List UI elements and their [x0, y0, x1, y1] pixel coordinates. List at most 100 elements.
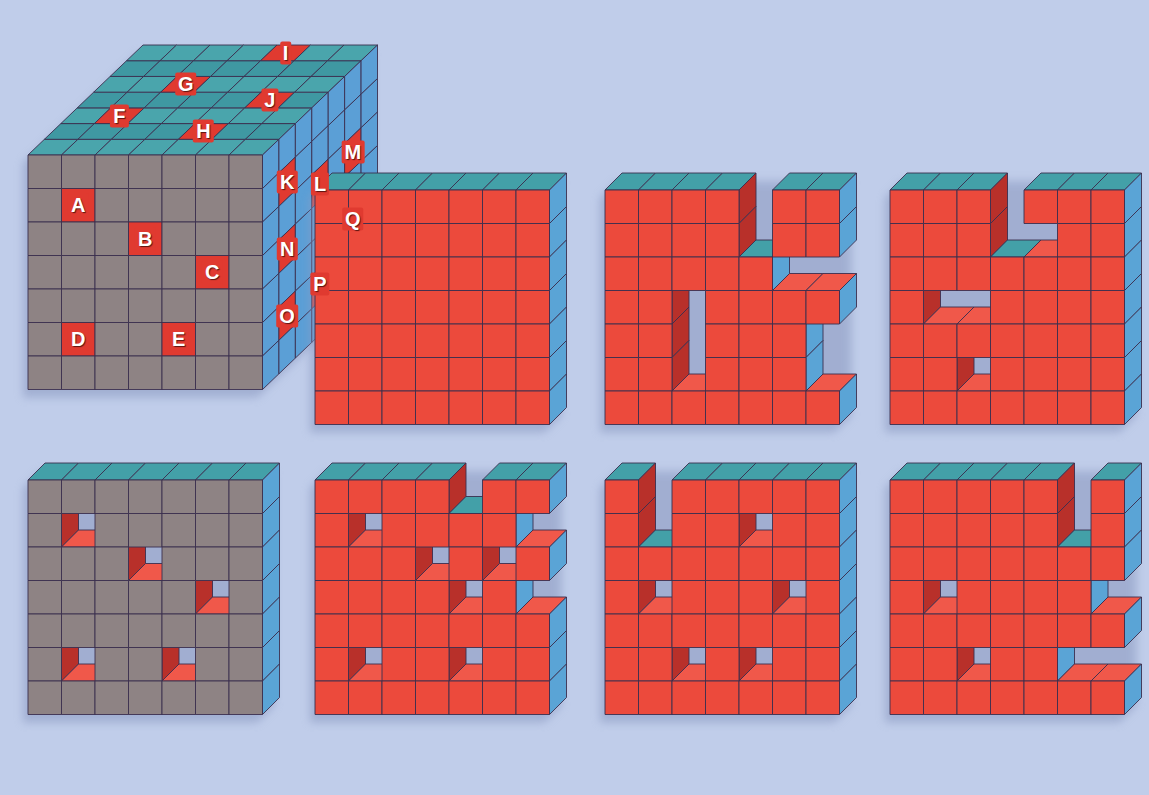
slice-front-cell [449, 190, 483, 224]
slice-front-cell [28, 681, 62, 715]
cube-front-cell [229, 222, 263, 256]
slice-front-cell [639, 648, 673, 682]
slice-front-cell [449, 324, 483, 358]
slice-front-cell [991, 514, 1025, 548]
slice-front-cell [382, 514, 416, 548]
cube-front-cell [196, 323, 230, 357]
slice-front-cell [991, 547, 1025, 581]
slice-front-cell [349, 257, 383, 291]
drop-shadow [885, 471, 1137, 723]
slice-front-cell [349, 358, 383, 392]
slice-front-cell [739, 547, 773, 581]
slice-front-cell [924, 257, 958, 291]
slice-front-cell [1058, 547, 1092, 581]
drop-shadow [23, 53, 373, 398]
slice-front-cell [483, 358, 517, 392]
cube-letter: K [277, 170, 297, 193]
slice-front-cell [806, 581, 840, 615]
slice-front-cell [1024, 358, 1058, 392]
slice-front-cell [129, 514, 163, 548]
slice-front-cell [739, 581, 773, 615]
cube-letter: L [311, 172, 329, 195]
slice-front-cell [483, 291, 517, 325]
slice-front-cell [706, 480, 740, 514]
slice-front-cell [957, 257, 991, 291]
slice-front-cell [773, 648, 807, 682]
cube-side-cell [263, 340, 279, 389]
slice-front-cell [516, 547, 550, 581]
slice-front-cell [806, 614, 840, 648]
drop-shadow [885, 181, 1137, 433]
slice-front-cell [672, 190, 706, 224]
cube-front-cell [62, 222, 96, 256]
cube-front-cell [196, 256, 230, 290]
slice-front-cell [957, 190, 991, 224]
slice-front-cell [605, 547, 639, 581]
slice-front-cell [672, 514, 706, 548]
slice-front-cell [349, 581, 383, 615]
cube-letter: B [135, 227, 155, 250]
slice-side-face [1125, 664, 1142, 715]
slice-front-cell [382, 547, 416, 581]
slice-front-cell [739, 614, 773, 648]
cube-front-cell [129, 155, 163, 189]
cube-letter: O [276, 304, 298, 327]
slice-front-cell [1058, 190, 1092, 224]
slice-front-cell [95, 648, 129, 682]
slice-front-cell [706, 581, 740, 615]
slice-front-cell [1091, 681, 1125, 715]
cube-front-cell [62, 289, 96, 323]
slice-front-cell [773, 291, 807, 325]
slice-front-cell [516, 358, 550, 392]
slice-front-cell [706, 190, 740, 224]
slice-front-cell [924, 358, 958, 392]
cube-front-cell [95, 155, 129, 189]
cube-letter: C [202, 261, 222, 284]
slice-front-cell [315, 514, 349, 548]
slice-front-cell [890, 224, 924, 258]
cube-front-cell [62, 155, 96, 189]
slice-front-cell [416, 324, 450, 358]
slice-front-cell [806, 190, 840, 224]
cube-front-cell [95, 289, 129, 323]
drop-shadow [310, 181, 562, 433]
cube-front-cell [229, 356, 263, 390]
slice-front-cell [1058, 614, 1092, 648]
slice-front-cell [28, 648, 62, 682]
slice-front-cell [639, 681, 673, 715]
cube-letter: G [175, 73, 197, 96]
slice-front-cell [706, 358, 740, 392]
slice-front-cell [416, 224, 450, 258]
slice-front-cell [1058, 391, 1092, 425]
slice-front-cell [957, 581, 991, 615]
slice-side-face [840, 664, 857, 715]
slice-front-cell [773, 547, 807, 581]
slice-front-cell [1058, 291, 1092, 325]
slice-front-cell [991, 391, 1025, 425]
slice-front-cell [315, 614, 349, 648]
slice-front-cell [416, 514, 450, 548]
slice-front-cell [605, 358, 639, 392]
slice-front-cell [957, 324, 991, 358]
slice-front-cell [890, 480, 924, 514]
slice-front-cell [382, 324, 416, 358]
slice-front-cell [672, 480, 706, 514]
slice-side-face [550, 463, 567, 514]
slice-front-cell [1091, 480, 1125, 514]
slice-front-cell [315, 391, 349, 425]
slice-front-cell [605, 614, 639, 648]
slice-front-cell [162, 581, 196, 615]
slice-front-cell [229, 514, 263, 548]
slice-front-cell [773, 358, 807, 392]
slice-side-face [263, 664, 280, 715]
slice-front-cell [62, 681, 96, 715]
slice-front-cell [739, 681, 773, 715]
slice-front-cell [890, 358, 924, 392]
slice-front-cell [95, 681, 129, 715]
cube-front-cell [28, 222, 62, 256]
slice-front-cell [890, 681, 924, 715]
cube-letter: E [169, 328, 188, 351]
slice-front-cell [449, 257, 483, 291]
slice-front-cell [62, 547, 96, 581]
